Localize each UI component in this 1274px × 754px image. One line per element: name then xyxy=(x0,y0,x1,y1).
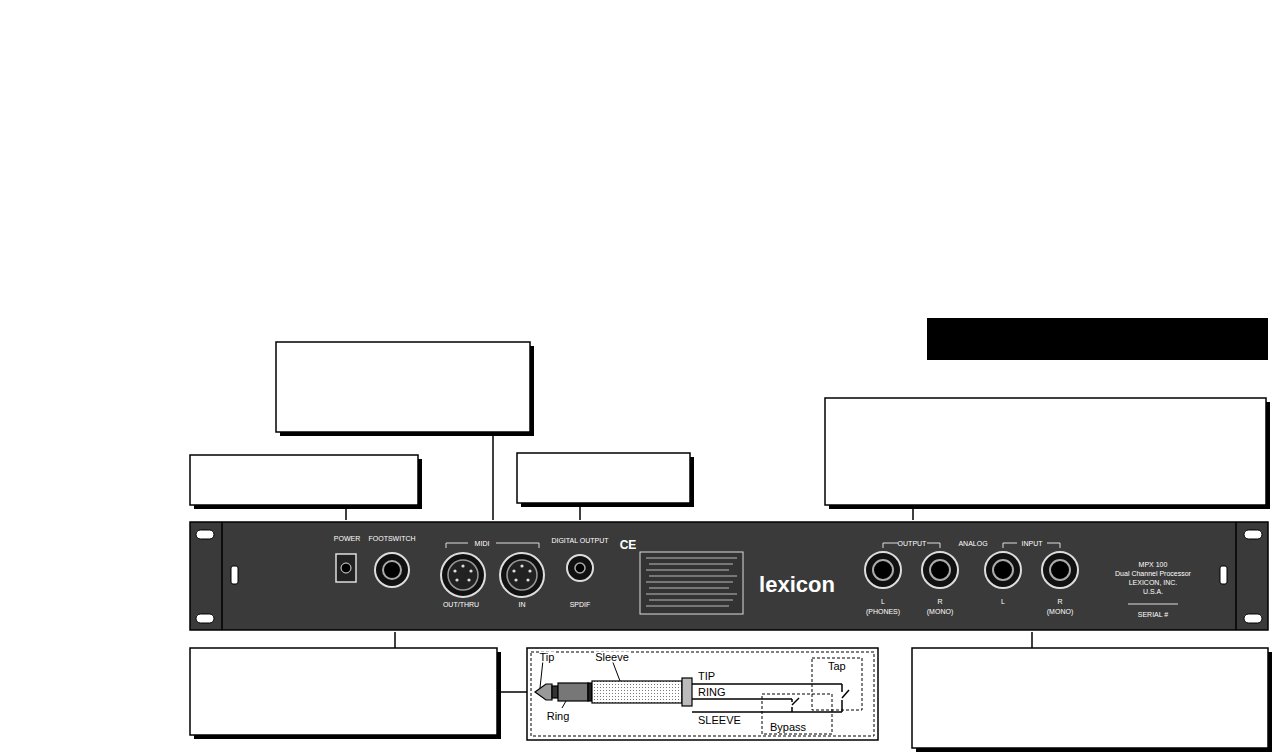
spdif-jack xyxy=(567,555,593,581)
midi-connectors xyxy=(441,553,544,597)
jack-label: (MONO) xyxy=(1047,608,1073,615)
plug-part-label: Tip xyxy=(540,652,555,663)
ce-mark: CE xyxy=(620,539,637,551)
switch-label: Tap xyxy=(828,661,846,672)
regulatory-line xyxy=(649,587,729,588)
footswitch-jack xyxy=(375,553,409,587)
plug-part-label: Sleeve xyxy=(595,652,629,663)
jack-label: R xyxy=(1057,598,1062,605)
serial-label: SERIAL # xyxy=(1138,611,1168,618)
jack-label: (MONO) xyxy=(927,608,953,615)
regulatory-line xyxy=(646,569,729,570)
regulatory-line xyxy=(649,563,733,564)
jack-label: L xyxy=(1001,598,1005,605)
signal-name: TIP xyxy=(698,671,715,682)
model-label: Dual Channel Processor xyxy=(1115,570,1191,577)
analog-jacks xyxy=(865,552,1078,588)
switch-label: Bypass xyxy=(770,722,806,733)
panel-label: SPDIF xyxy=(570,601,591,608)
regulatory-line xyxy=(646,605,729,606)
panel-label: FOOTSWITCH xyxy=(368,535,415,542)
regulatory-label xyxy=(640,552,743,614)
rack-holes xyxy=(196,530,1262,623)
panel-label: OUTPUT xyxy=(898,540,927,547)
heading-bar xyxy=(927,318,1268,360)
panel-label: OUT/THRU xyxy=(443,601,479,608)
model-label: LEXICON, INC. xyxy=(1129,579,1178,586)
signal-name: RING xyxy=(698,687,726,698)
panel-label: MIDI xyxy=(475,540,490,547)
regulatory-line xyxy=(646,593,737,594)
plug-wiring xyxy=(692,684,849,712)
jack-label: R xyxy=(937,598,942,605)
regulatory-line xyxy=(646,581,733,582)
plug-drawing xyxy=(535,678,692,706)
panel-label: POWER xyxy=(334,535,360,542)
callout-boxes xyxy=(190,342,1268,748)
rack-ears xyxy=(222,522,1236,630)
power-jack xyxy=(336,554,356,582)
rear-panel xyxy=(190,522,1268,630)
regulatory-line xyxy=(646,557,737,558)
jack-label: L xyxy=(881,598,885,605)
switch-outlines xyxy=(762,658,862,734)
plug-part-label: Ring xyxy=(547,711,570,722)
regulatory-text-lines xyxy=(646,558,737,606)
model-label: MPX 100 xyxy=(1139,561,1168,568)
panel-label: INPUT xyxy=(1022,540,1043,547)
jack-label: (PHONES) xyxy=(866,608,900,615)
panel-label: DIGITAL OUTPUT xyxy=(551,537,608,544)
plug-pointer-lines xyxy=(540,660,620,708)
regulatory-line xyxy=(649,575,737,576)
model-label: U.S.A. xyxy=(1143,588,1163,595)
signal-name: SLEEVE xyxy=(698,715,741,726)
brand-logo: lexicon xyxy=(759,574,835,596)
plug-diagram-frame xyxy=(527,648,878,740)
panel-label: ANALOG xyxy=(958,540,987,547)
midi-pins xyxy=(453,564,531,581)
panel-label: IN xyxy=(519,601,526,608)
regulatory-line xyxy=(649,599,733,600)
